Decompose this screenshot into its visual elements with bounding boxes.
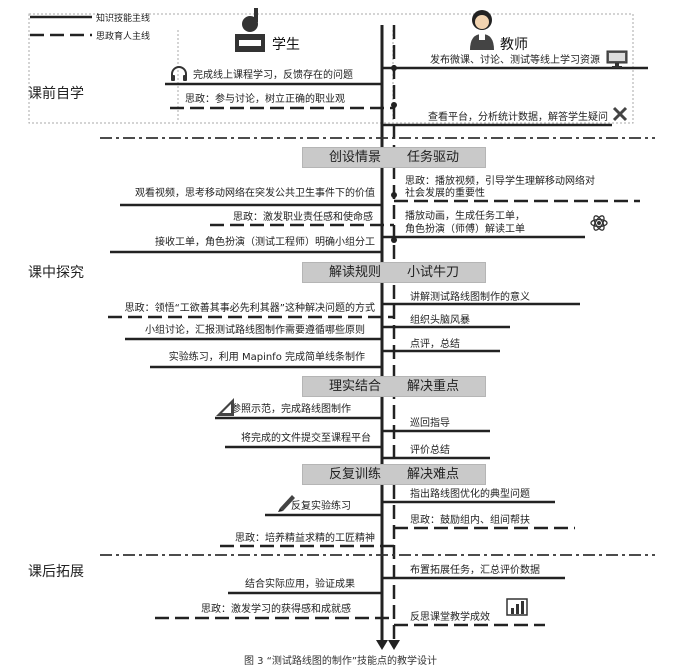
teacher-step: 指出路线图优化的典型问题 — [410, 489, 530, 500]
legend-dashed-label: 思政育人主线 — [96, 32, 151, 42]
student-step: 思政：领悟“工欲善其事必先利其器”这种解决问题的方式 — [124, 303, 375, 314]
stage-banner-2-left: 解读规则 — [328, 265, 381, 280]
student-step: 将完成的文件提交至课程平台 — [241, 433, 371, 444]
stage-banner-3-right: 解决重点 — [407, 379, 460, 394]
student-step: 小组讨论，汇报测试路线图制作需要遵循哪些原则 — [145, 325, 365, 336]
student-step: 完成线上课程学习，反馈存在的问题 — [193, 70, 353, 81]
monitor-icon — [606, 50, 628, 68]
atom-icon — [590, 215, 608, 231]
teacher-step: 查看平台，分析统计数据，解答学生疑问 — [428, 112, 608, 123]
student-step: 参照示范，完成路线图制作 — [231, 404, 351, 415]
teacher-step: 组织头脑风暴 — [410, 315, 470, 326]
stage-banner-1-left: 创设情景 — [328, 150, 381, 165]
teacher-step: 播放动画，生成任务工单， — [405, 211, 525, 222]
tools-icon — [612, 106, 628, 122]
student-step: 思政：激发职业责任感和使命感 — [233, 212, 373, 223]
phase-pre-class: 课前自学 — [28, 86, 84, 102]
stage-banner-1: 创设情景 任务驱动 — [302, 147, 486, 168]
teacher-step: 反思课堂教学成效 — [410, 612, 490, 623]
legend-solid-label: 知识技能主线 — [96, 14, 151, 24]
student-step: 思政：培养精益求精的工匠精神 — [235, 533, 375, 544]
teacher-step: 思政：播放视频，引导学生理解移动网络对 — [405, 176, 595, 187]
teacher-step: 角色扮演（师傅）解读工单 — [405, 224, 525, 235]
teacher-step: 社会发展的重要性 — [405, 188, 485, 199]
teacher-avatar-icon — [470, 10, 494, 50]
student-step: 思政：激发学习的获得感和成就感 — [201, 604, 351, 615]
figure-caption: 图 3 “测试路线图的制作”技能点的教学设计 — [243, 656, 438, 667]
teacher-step: 讲解测试路线图制作的意义 — [410, 292, 530, 303]
stage-banner-4: 反复训练 解决难点 — [302, 464, 486, 485]
teacher-step: 思政：鼓励组内、组间帮扶 — [410, 515, 530, 526]
teacher-step: 布置拓展任务，汇总评价数据 — [410, 565, 540, 576]
student-avatar-icon — [235, 8, 265, 52]
student-step: 实验练习，利用 Mapinfo 完成简单线条制作 — [168, 352, 365, 363]
stage-banner-3-left: 理实结合 — [328, 379, 381, 394]
bar-chart-icon — [506, 598, 528, 616]
student-step: 观看视频，思考移动网络在突发公共卫生事件下的价值 — [135, 188, 375, 199]
student-step: 思政：参与讨论，树立正确的职业观 — [185, 94, 345, 105]
role-teacher: 教师 — [500, 37, 528, 53]
teacher-step: 点评，总结 — [410, 339, 460, 350]
stage-banner-4-left: 反复训练 — [328, 467, 381, 482]
phase-in-class: 课中探究 — [28, 265, 84, 281]
stage-banner-1-right: 任务驱动 — [407, 150, 460, 165]
student-step: 反复实验练习 — [291, 501, 351, 512]
student-step: 结合实际应用，验证成果 — [245, 579, 355, 590]
stage-banner-3: 理实结合 解决重点 — [302, 376, 486, 397]
stage-banner-2: 解读规则 小试牛刀 — [302, 262, 486, 283]
headphones-icon — [171, 66, 187, 81]
ruler-icon — [216, 398, 234, 416]
teacher-step: 巡回指导 — [410, 418, 450, 429]
pen-icon — [278, 495, 295, 512]
role-student: 学生 — [272, 37, 300, 53]
teacher-step: 评价总结 — [410, 445, 450, 456]
student-step: 接收工单，角色扮演（测试工程师）明确小组分工 — [155, 237, 375, 248]
stage-banner-2-right: 小试牛刀 — [407, 265, 460, 280]
phase-post-class: 课后拓展 — [28, 564, 84, 580]
stage-banner-4-right: 解决难点 — [407, 467, 460, 482]
teacher-step: 发布微课、讨论、测试等线上学习资源 — [430, 55, 600, 66]
